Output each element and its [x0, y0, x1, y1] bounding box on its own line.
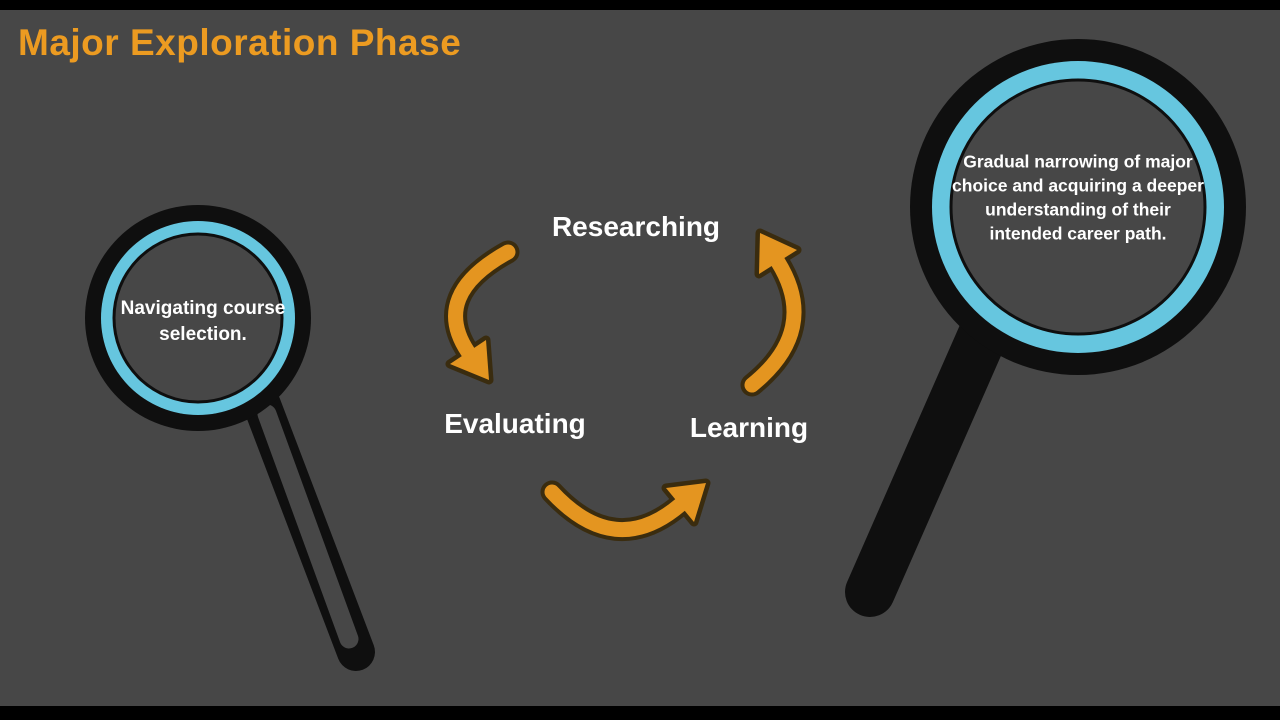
cycle-arrows	[444, 228, 806, 542]
page-title: Major Exploration Phase	[18, 22, 462, 63]
cycle-label-learning: Learning	[689, 412, 809, 443]
left-glass-handle-fill	[257, 404, 359, 649]
arrow-evaluating-to-learning-icon	[540, 478, 711, 542]
magnifying-glass-right-icon	[845, 39, 1246, 617]
left-glass-lens	[112, 232, 284, 404]
arrow-researching-to-evaluating-icon	[444, 240, 520, 385]
letterbox-bottom-bar	[0, 706, 1280, 720]
right-glass-handle	[845, 305, 1010, 617]
letterbox-top-bar	[0, 0, 1280, 10]
cycle-label-researching: Researching	[551, 211, 721, 242]
right-glass-lens	[949, 78, 1207, 336]
right-glass-text: Gradual narrowing of major choice and ac…	[952, 151, 1204, 245]
cycle-label-evaluating: Evaluating	[444, 408, 586, 439]
magnifying-glass-left-icon	[85, 205, 375, 671]
left-glass-text: Navigating course selection.	[120, 297, 286, 345]
arrow-learning-to-researching-icon	[740, 228, 806, 397]
